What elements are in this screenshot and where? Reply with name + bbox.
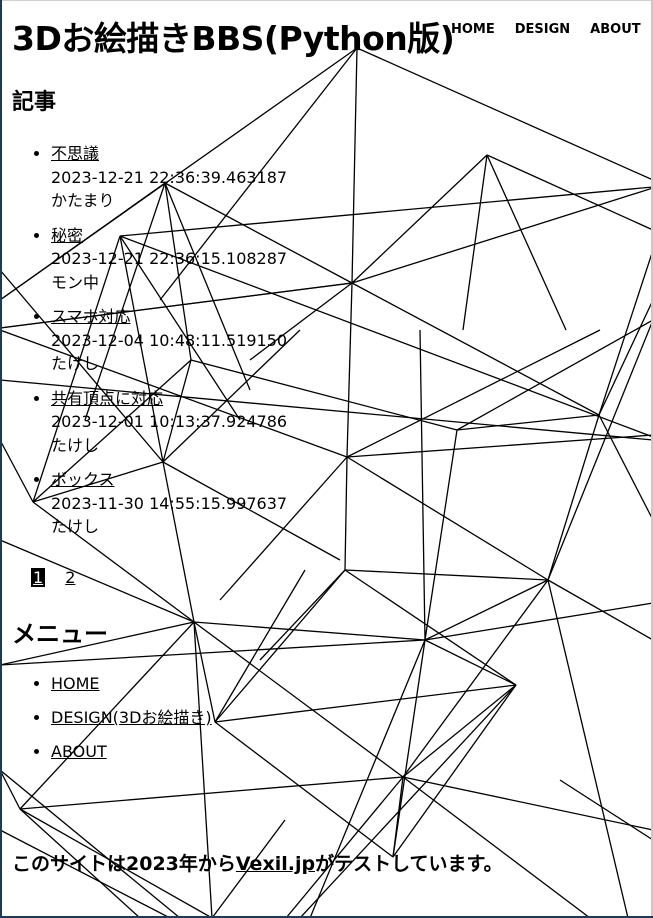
list-item: ボックス 2023-11-30 14:55:15.997637 たけし (51, 468, 287, 539)
article-author: たけし (51, 354, 100, 373)
article-datetime: 2023-12-21 22:36:15.108287 (51, 249, 288, 268)
footer-vexil-link[interactable]: Vexil.jp (235, 853, 316, 875)
article-author: たけし (51, 435, 100, 455)
nav-design[interactable]: DESIGN (514, 22, 571, 37)
article-link[interactable]: ボックス (51, 470, 115, 489)
article-author: かたまり (51, 191, 115, 210)
menu-item-design: DESIGN(3Dお絵描き) (51, 706, 212, 729)
menu-item-about: ABOUT (51, 740, 212, 763)
menu-list: HOME DESIGN(3Dお絵描き) ABOUT (0, 672, 212, 774)
article-datetime: 2023-12-04 10:48:11.519150 (51, 330, 288, 350)
article-link[interactable]: 不思議 (51, 144, 100, 163)
menu-link-design[interactable]: DESIGN(3Dお絵描き) (51, 708, 212, 727)
page-current: 1 (31, 568, 46, 587)
list-item: 共有頂点に対応 2023-12-01 10:13:37.924786 たけし (51, 387, 287, 458)
footer-suffix: がテストしています。 (315, 853, 503, 875)
top-nav: HOME DESIGN ABOUT (451, 22, 653, 37)
article-link[interactable]: スマホ対応 (51, 307, 131, 326)
article-list: 不思議 2023-12-21 22:36:39.463187 かたまり 秘密 2… (0, 142, 287, 550)
menu-heading: メニュー (12, 620, 108, 648)
nav-home[interactable]: HOME (451, 22, 495, 37)
article-author: たけし (51, 517, 100, 536)
window-bottom-border (0, 916, 653, 918)
menu-item-home: HOME (51, 672, 212, 695)
page-link-2[interactable]: 2 (65, 568, 76, 587)
list-item: スマホ対応 2023-12-04 10:48:11.519150 たけし (51, 305, 287, 376)
article-link[interactable]: 秘密 (51, 225, 84, 245)
list-item: 秘密 2023-12-21 22:36:15.108287 モン中 (51, 224, 287, 295)
scrollbar-track[interactable] (651, 0, 653, 918)
menu-link-home[interactable]: HOME (51, 674, 100, 693)
footer: このサイトは2023年からVexil.jpがテストしています。 (12, 849, 503, 876)
site-title[interactable]: 3Dお絵描きBBS(Python版) (12, 19, 455, 58)
article-author: モン中 (51, 272, 100, 292)
article-datetime: 2023-12-21 22:36:39.463187 (51, 167, 288, 187)
article-link[interactable]: 共有頂点に対応 (51, 388, 164, 408)
window-top-border (0, 0, 653, 1)
window-left-border (0, 0, 2, 918)
menu-link-about[interactable]: ABOUT (51, 742, 107, 761)
footer-prefix: このサイトは2023年から (12, 853, 236, 875)
article-datetime: 2023-11-30 14:55:15.997637 (51, 493, 288, 513)
articles-heading: 記事 (12, 90, 57, 115)
article-datetime: 2023-12-01 10:13:37.924786 (51, 412, 288, 431)
nav-about[interactable]: ABOUT (590, 22, 641, 37)
list-item: 不思議 2023-12-21 22:36:39.463187 かたまり (51, 142, 287, 213)
